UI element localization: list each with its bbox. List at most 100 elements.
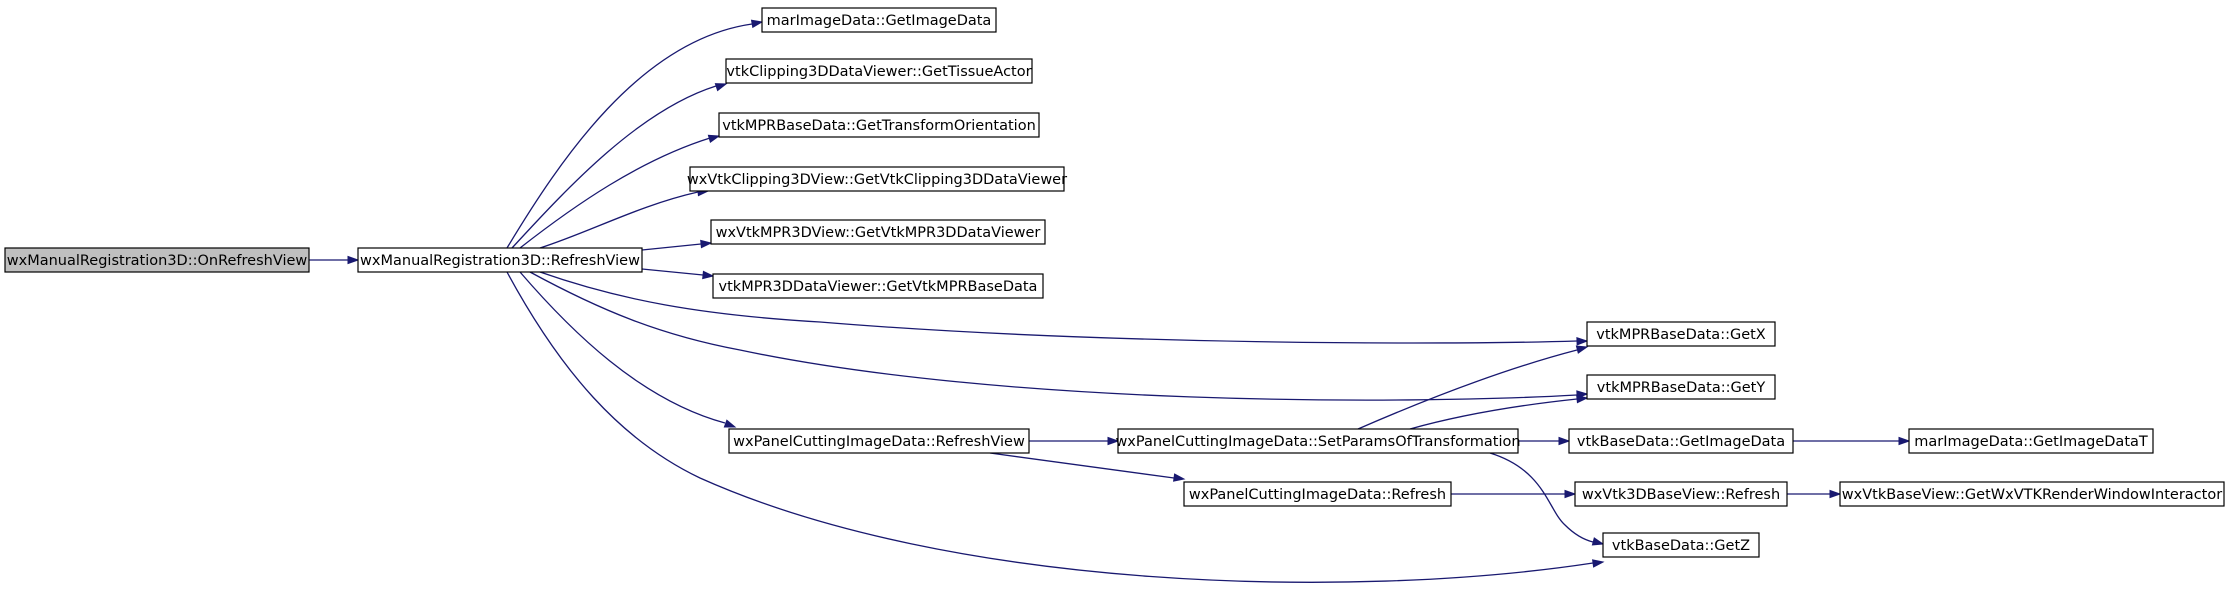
edge-arrowhead bbox=[707, 134, 721, 144]
graph-node-n2[interactable]: marImageData::GetImageData bbox=[761, 7, 997, 33]
node-label: vtkMPRBaseData::GetTransformOrientation bbox=[722, 118, 1036, 134]
node-box[interactable] bbox=[1586, 374, 1776, 400]
node-box[interactable] bbox=[1568, 428, 1794, 454]
node-label: vtkMPRBaseData::GetX bbox=[1596, 327, 1766, 343]
edge-line bbox=[519, 137, 711, 249]
edge-n14-n15 bbox=[1451, 489, 1577, 499]
edge-arrowhead bbox=[1173, 473, 1186, 482]
edge-line bbox=[529, 271, 1578, 401]
edge-n1-n6 bbox=[641, 239, 713, 251]
edge-n1-n2 bbox=[506, 19, 764, 249]
node-box[interactable] bbox=[1574, 481, 1788, 507]
node-label: vtkBaseData::GetImageData bbox=[1577, 434, 1785, 450]
edge-n1-n8 bbox=[539, 271, 1589, 346]
node-label: wxManualRegistration3D::RefreshView bbox=[360, 253, 640, 269]
edge-n11-n17 bbox=[1489, 452, 1605, 546]
edge-line bbox=[641, 268, 704, 276]
graph-node-n7[interactable]: vtkMPR3DDataViewer::GetVtkMPRBaseData bbox=[712, 273, 1044, 299]
graph-node-n6[interactable]: wxVtkMPR3DView::GetVtkMPR3DDataViewer bbox=[710, 219, 1046, 245]
node-label: wxPanelCuttingImageData::SetParamsOfTran… bbox=[1115, 434, 1520, 450]
node-box[interactable] bbox=[1908, 428, 2154, 454]
edge-arrowhead bbox=[702, 270, 715, 280]
edge-arrowhead bbox=[1576, 337, 1589, 346]
node-box[interactable] bbox=[718, 112, 1040, 138]
edge-line bbox=[511, 85, 717, 249]
edge-n10-n14 bbox=[989, 452, 1186, 482]
edge-arrowhead bbox=[1107, 436, 1120, 446]
node-label: vtkClipping3DDataViewer::GetTissueActor bbox=[726, 64, 1031, 80]
graph-node-n3[interactable]: vtkClipping3DDataViewer::GetTissueActor bbox=[725, 58, 1033, 84]
edge-n1-n5 bbox=[539, 187, 710, 249]
graph-node-n14[interactable]: wxPanelCuttingImageData::Refresh bbox=[1183, 481, 1452, 507]
node-box[interactable] bbox=[1839, 481, 2225, 507]
node-box[interactable] bbox=[689, 166, 1065, 192]
edge-arrowhead bbox=[1564, 489, 1577, 499]
node-label: wxVtkMPR3DView::GetVtkMPR3DDataViewer bbox=[716, 225, 1041, 241]
graph-node-n10[interactable]: wxPanelCuttingImageData::RefreshView bbox=[728, 428, 1030, 454]
edge-arrowhead bbox=[1591, 537, 1605, 546]
edge-arrowhead bbox=[700, 239, 713, 249]
edge-line bbox=[539, 191, 699, 249]
graph-node-n9[interactable]: vtkMPRBaseData::GetY bbox=[1586, 374, 1776, 400]
node-label: vtkBaseData::GetZ bbox=[1612, 538, 1750, 554]
edge-n11-n8 bbox=[1357, 345, 1589, 430]
node-box[interactable] bbox=[1602, 532, 1760, 558]
edge-n12-n13 bbox=[1793, 436, 1911, 446]
edge-arrowhead bbox=[723, 419, 737, 428]
graph-node-n8[interactable]: vtkMPRBaseData::GetX bbox=[1586, 321, 1776, 347]
node-box[interactable] bbox=[1117, 428, 1519, 454]
node-label: wxPanelCuttingImageData::Refresh bbox=[1189, 487, 1446, 503]
edge-line bbox=[506, 23, 753, 249]
node-box[interactable] bbox=[761, 7, 997, 33]
node-box[interactable] bbox=[4, 247, 310, 273]
node-label: wxPanelCuttingImageData::RefreshView bbox=[733, 434, 1025, 450]
graph-node-n4[interactable]: vtkMPRBaseData::GetTransformOrientation bbox=[718, 112, 1040, 138]
edge-n1-n4 bbox=[519, 134, 721, 249]
graph-node-n12[interactable]: vtkBaseData::GetImageData bbox=[1568, 428, 1794, 454]
graph-node-n0[interactable]: wxManualRegistration3D::OnRefreshView bbox=[4, 247, 310, 273]
graph-node-n17[interactable]: vtkBaseData::GetZ bbox=[1602, 532, 1760, 558]
edge-arrowhead bbox=[1898, 436, 1911, 446]
edge-arrowhead bbox=[1576, 394, 1589, 404]
node-box[interactable] bbox=[357, 247, 643, 273]
node-label: wxManualRegistration3D::OnRefreshView bbox=[7, 253, 308, 269]
edge-arrowhead bbox=[750, 19, 764, 29]
edge-line bbox=[1409, 398, 1578, 430]
graph-node-n16[interactable]: wxVtkBaseView::GetWxVTKRenderWindowInter… bbox=[1839, 481, 2225, 507]
edge-arrowhead bbox=[1829, 489, 1842, 499]
edge-arrowhead bbox=[1558, 436, 1571, 446]
edge-n1-n7 bbox=[641, 268, 715, 280]
edge-arrowhead bbox=[1575, 345, 1589, 354]
edge-arrowhead bbox=[714, 83, 728, 92]
node-box[interactable] bbox=[712, 273, 1044, 299]
graph-node-n13[interactable]: marImageData::GetImageDataT bbox=[1908, 428, 2154, 454]
edges-layer bbox=[309, 19, 1911, 583]
edge-line bbox=[989, 452, 1175, 479]
node-box[interactable] bbox=[725, 58, 1033, 84]
edge-n1-n10 bbox=[519, 271, 737, 428]
node-label: marImageData::GetImageDataT bbox=[1914, 434, 2148, 450]
node-box[interactable] bbox=[1183, 481, 1452, 507]
node-label: wxVtkClipping3DView::GetVtkClipping3DDat… bbox=[687, 172, 1067, 188]
edge-n11-n12 bbox=[1518, 436, 1571, 446]
node-label: vtkMPRBaseData::GetY bbox=[1597, 380, 1766, 396]
node-label: wxVtk3DBaseView::Refresh bbox=[1582, 487, 1780, 503]
edge-line bbox=[1489, 452, 1594, 543]
graph-node-n15[interactable]: wxVtk3DBaseView::Refresh bbox=[1574, 481, 1788, 507]
edge-arrowhead bbox=[347, 255, 360, 265]
nodes-layer: wxManualRegistration3D::OnRefreshView wxM… bbox=[4, 7, 2225, 558]
node-box[interactable] bbox=[1586, 321, 1776, 347]
node-box[interactable] bbox=[710, 219, 1046, 245]
graph-node-n11[interactable]: wxPanelCuttingImageData::SetParamsOfTran… bbox=[1115, 428, 1521, 454]
edge-line bbox=[1357, 349, 1578, 430]
edge-n1-n17 bbox=[506, 271, 1605, 583]
graph-node-n1[interactable]: wxManualRegistration3D::RefreshView bbox=[357, 247, 643, 273]
edge-line bbox=[519, 271, 726, 424]
edge-n15-n16 bbox=[1787, 489, 1842, 499]
edge-line bbox=[641, 243, 702, 251]
edge-n1-n3 bbox=[511, 83, 728, 249]
node-label: marImageData::GetImageData bbox=[767, 13, 992, 29]
graph-node-n5[interactable]: wxVtkClipping3DView::GetVtkClipping3DDat… bbox=[687, 166, 1067, 192]
node-box[interactable] bbox=[728, 428, 1030, 454]
